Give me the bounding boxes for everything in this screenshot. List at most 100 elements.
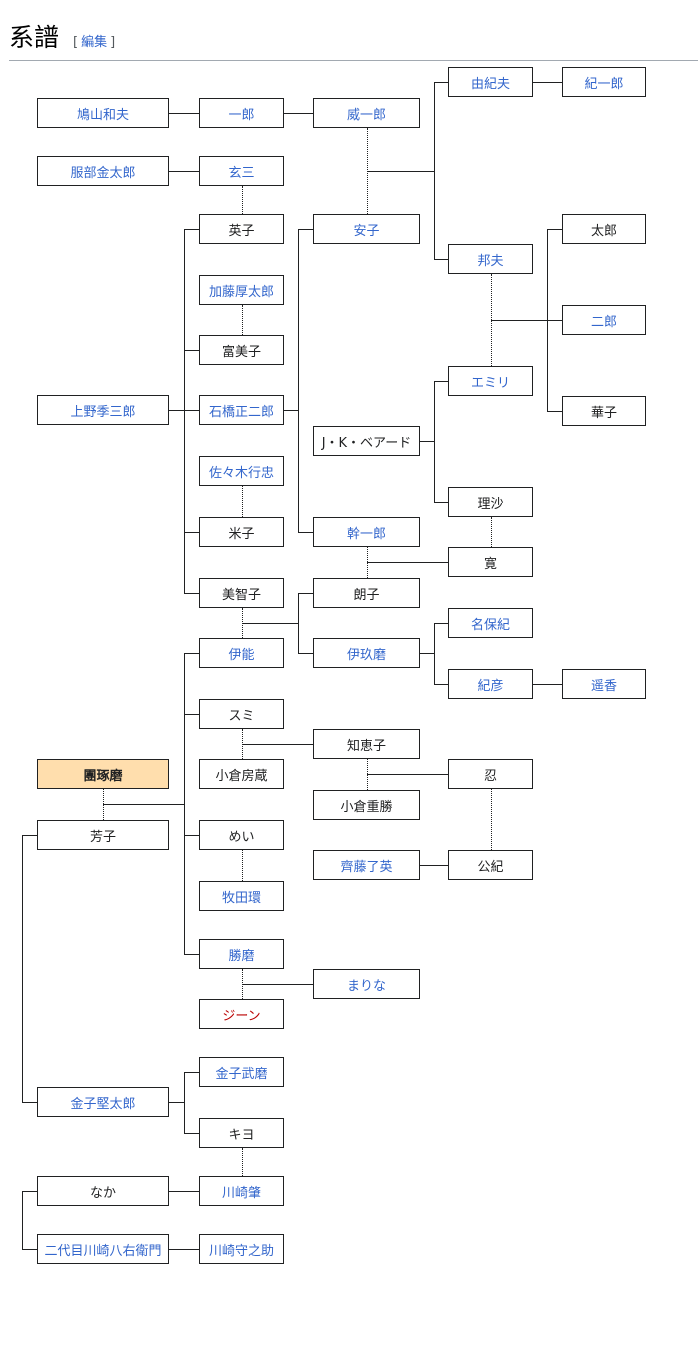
- person-jiro[interactable]: 二郎: [562, 305, 646, 335]
- descent-line: [298, 653, 313, 654]
- person-kunio[interactable]: 邦夫: [448, 244, 533, 274]
- descent-line: [184, 653, 199, 654]
- edit-bracket-open: [: [73, 35, 79, 50]
- descent-line: [184, 229, 199, 230]
- person-fumiko: 富美子: [199, 335, 284, 365]
- descent-line: [547, 320, 562, 321]
- person-ogura-fusazo: 小倉房蔵: [199, 759, 284, 789]
- descent-line: [103, 804, 184, 805]
- descent-line: [184, 1072, 185, 1134]
- person-kawasaki-hachiemon-2[interactable]: 二代目川崎八右衛門: [37, 1234, 169, 1264]
- descent-line: [434, 623, 435, 685]
- person-ishibashi-shojiro[interactable]: 石橋正二郎: [199, 395, 284, 425]
- descent-line: [298, 229, 313, 230]
- person-taro: 太郎: [562, 214, 646, 244]
- person-kiminori: 公紀: [448, 850, 533, 880]
- section-heading: 系譜 [編集]: [9, 18, 115, 54]
- person-kaneko-takema[interactable]: 金子武磨: [199, 1057, 284, 1087]
- person-ino[interactable]: 伊能: [199, 638, 284, 668]
- person-naka: なか: [37, 1176, 169, 1206]
- person-hatoyama-kazuo[interactable]: 鳩山和夫: [37, 98, 169, 128]
- descent-line: [184, 835, 199, 836]
- person-yoshiko: 芳子: [37, 820, 169, 850]
- descent-line: [298, 229, 299, 533]
- descent-line: [169, 171, 199, 172]
- descent-line: [184, 350, 199, 351]
- person-iichiro[interactable]: 威一郎: [313, 98, 420, 128]
- person-sumi: スミ: [199, 699, 284, 729]
- descent-line: [367, 171, 434, 172]
- marriage-line: [491, 517, 492, 547]
- descent-line: [184, 954, 199, 955]
- descent-line: [284, 410, 298, 411]
- person-ikuma[interactable]: 伊玖磨: [313, 638, 420, 668]
- descent-line: [434, 82, 435, 260]
- descent-line: [434, 502, 448, 503]
- person-makita-tamaki[interactable]: 牧田環: [199, 881, 284, 911]
- person-michiko: 美智子: [199, 578, 284, 608]
- person-jk-baird: J・K・ベアード: [313, 426, 420, 456]
- person-ueno-kisaburo[interactable]: 上野季三郎: [37, 395, 169, 425]
- edit-bracket-close: ]: [110, 35, 116, 50]
- descent-line: [298, 532, 313, 533]
- sibling-line: [22, 1191, 37, 1192]
- descent-line: [169, 1249, 199, 1250]
- person-kiyo: キヨ: [199, 1118, 284, 1148]
- descent-line: [420, 865, 448, 866]
- descent-line: [367, 562, 448, 563]
- person-sasaki-yukitada[interactable]: 佐々木行忠: [199, 456, 284, 486]
- person-jean[interactable]: ジーン: [199, 999, 284, 1029]
- descent-line: [184, 593, 199, 594]
- person-marina[interactable]: まりな: [313, 969, 420, 999]
- person-norihiko[interactable]: 紀彦: [448, 669, 533, 699]
- edit-link[interactable]: 編集: [81, 35, 108, 50]
- descent-line: [434, 381, 448, 382]
- descent-line: [184, 229, 185, 594]
- person-yoneko: 米子: [199, 517, 284, 547]
- marriage-line: [242, 486, 243, 517]
- descent-line: [434, 259, 448, 260]
- person-kanichiro[interactable]: 幹一郎: [313, 517, 420, 547]
- marriage-line: [242, 305, 243, 335]
- person-kiichiro[interactable]: 紀一郎: [562, 67, 646, 97]
- person-kawasaki-hajime[interactable]: 川崎肇: [199, 1176, 284, 1206]
- person-kaneko-kentaro[interactable]: 金子堅太郎: [37, 1087, 169, 1117]
- descent-line: [242, 744, 313, 745]
- person-yasuko[interactable]: 安子: [313, 214, 420, 244]
- descent-line: [533, 684, 562, 685]
- person-kato-kotaro[interactable]: 加藤厚太郎: [199, 275, 284, 305]
- person-ogura-shigekatsu: 小倉重勝: [313, 790, 420, 820]
- person-hiroshi: 寛: [448, 547, 533, 577]
- person-kawasaki-morinosuke[interactable]: 川崎守之助: [199, 1234, 284, 1264]
- person-hattori-kintaro[interactable]: 服部金太郎: [37, 156, 169, 186]
- descent-line: [434, 623, 448, 624]
- person-saito-ryoei[interactable]: 齊藤了英: [313, 850, 420, 880]
- descent-line: [284, 113, 313, 114]
- sibling-line: [22, 835, 37, 836]
- sibling-line: [22, 1249, 37, 1250]
- person-nahoki[interactable]: 名保紀: [448, 608, 533, 638]
- person-mei: めい: [199, 820, 284, 850]
- marriage-line: [491, 789, 492, 850]
- person-yukio[interactable]: 由紀夫: [448, 67, 533, 97]
- descent-line: [298, 593, 299, 654]
- person-katsuma[interactable]: 勝磨: [199, 939, 284, 969]
- person-akiko: 朗子: [313, 578, 420, 608]
- descent-line: [420, 653, 434, 654]
- person-emily[interactable]: エミリ: [448, 366, 533, 396]
- descent-line: [169, 410, 184, 411]
- marriage-line: [242, 1148, 243, 1176]
- person-ichiro[interactable]: 一郎: [199, 98, 284, 128]
- descent-line: [491, 320, 547, 321]
- descent-line: [169, 113, 199, 114]
- descent-line: [434, 684, 448, 685]
- descent-line: [184, 532, 199, 533]
- person-haruka[interactable]: 遥香: [562, 669, 646, 699]
- descent-line: [242, 623, 298, 624]
- descent-line: [169, 1102, 184, 1103]
- person-genzo[interactable]: 玄三: [199, 156, 284, 186]
- heading-divider: [9, 60, 698, 61]
- descent-line: [434, 381, 435, 503]
- descent-line: [434, 82, 448, 83]
